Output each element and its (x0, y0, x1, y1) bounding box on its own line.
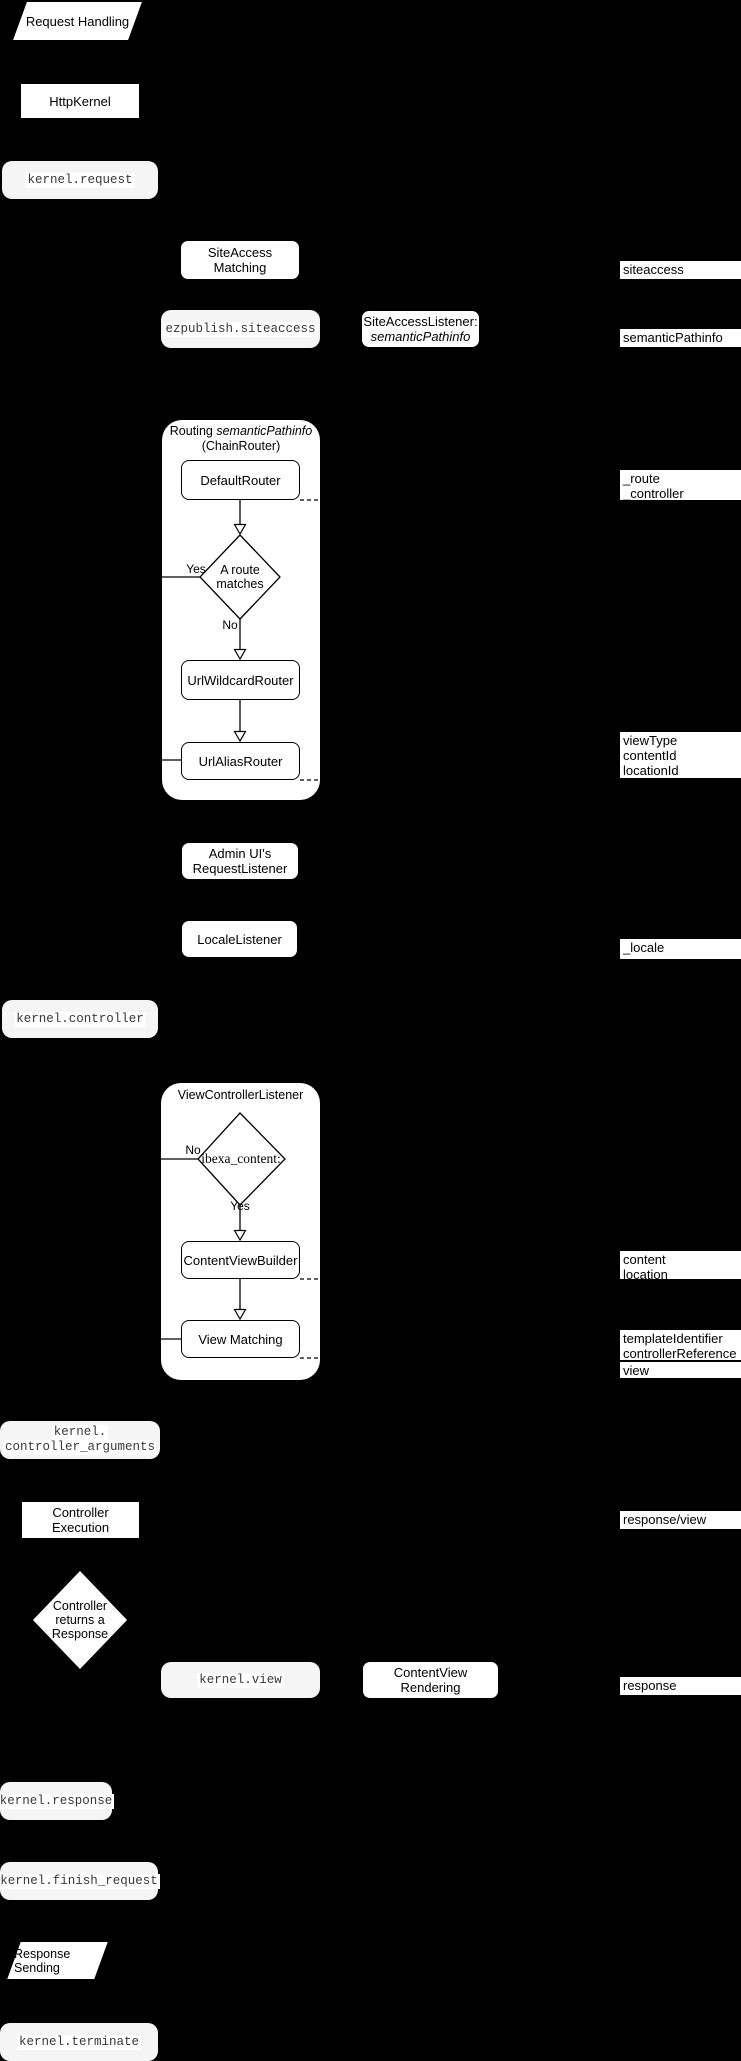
request-handling-label: Request Handling (25, 13, 130, 29)
kernel-view-label: kernel.view (197, 1672, 284, 1688)
kernel-controller-label: kernel.controller (14, 1011, 146, 1027)
controller-returns-diamond-label: Controller returns a Response (37, 1580, 123, 1660)
kernel-controller-arguments-line2: controller_arguments (2, 1440, 158, 1455)
default-router-label: DefaultRouter (200, 472, 281, 488)
side-label-line: locationId (623, 763, 679, 778)
side-label-line: contentId (623, 748, 677, 763)
kernel-request-label: kernel.request (25, 172, 135, 188)
response-sending-parallelogram: Response Sending (7, 1942, 108, 1979)
side-label-semantic-pathinfo: semanticPathinfo (620, 329, 741, 347)
ezpublish-siteaccess-event: ezpublish.siteaccess (161, 310, 320, 348)
kernel-response-label: kernel.response (0, 1793, 115, 1809)
siteaccess-matching-label: SiteAccess Matching (207, 245, 273, 275)
kernel-controller-arguments-event: kernel. controller_arguments (0, 1421, 160, 1459)
kernel-finish-request-event: kernel.finish_request (0, 1862, 160, 1900)
side-label-line: location (623, 1267, 668, 1282)
content-view-builder-node: ContentViewBuilder (181, 1241, 300, 1279)
side-label-response: response (620, 1677, 741, 1695)
kernel-terminate-event: kernel.terminate (0, 2023, 158, 2061)
controller-execution-node: Controller Execution (21, 1501, 140, 1539)
admin-ui-line2: RequestListener (192, 861, 288, 876)
route-matches-no-tag: No (222, 618, 238, 632)
kernel-terminate-label: kernel.terminate (16, 2034, 142, 2050)
url-wildcard-router-node: UrlWildcardRouter (181, 660, 300, 700)
routing-group-title: Routing semanticPathinfo (ChainRouter) (162, 424, 320, 454)
side-label-line: _locale (623, 940, 665, 955)
side-label-line: _controller (623, 486, 684, 501)
kernel-request-event: kernel.request (2, 161, 158, 199)
vcl-group-title: ViewControllerListener (177, 1088, 304, 1102)
siteaccess-listener-node: SiteAccessListener: semanticPathinfo (361, 310, 480, 348)
routing-title-italic: semanticPathinfo (216, 424, 313, 438)
route-matches-yes-tag: Yes (186, 562, 206, 576)
controller-returns-line3: Response (51, 1627, 109, 1641)
route-matches-line2: matches (216, 577, 264, 591)
side-label-line: templateIdentifier (623, 1331, 723, 1346)
request-handling-parallelogram: Request Handling (13, 2, 142, 40)
kernel-finish-request-label: kernel.finish_request (0, 1873, 160, 1889)
locale-listener-node: LocaleListener (181, 920, 298, 958)
siteaccess-listener-line2: semanticPathinfo (370, 329, 471, 344)
contentview-rendering-label: ContentView Rendering (393, 1665, 468, 1695)
side-label-line: viewType (623, 733, 678, 748)
content-view-builder-label: ContentViewBuilder (183, 1252, 298, 1268)
siteaccess-listener-line1: SiteAccessListener: (363, 314, 478, 329)
admin-ui-line1: Admin UI's (208, 846, 272, 861)
kernel-controller-event: kernel.controller (2, 1000, 158, 1038)
routing-title-line1: Routing semanticPathinfo (162, 424, 320, 439)
httpkernel-node: HttpKernel (20, 83, 140, 119)
side-label-route-controller: _route _controller (620, 470, 741, 501)
side-label-line: siteaccess (623, 262, 684, 277)
side-label-locale: _locale (620, 939, 741, 959)
side-label-line: response/view (623, 1512, 707, 1527)
view-matching-label: View Matching (198, 1331, 283, 1347)
contentview-rendering-node: ContentView Rendering (362, 1661, 499, 1699)
kernel-controller-arguments-line1: kernel. (51, 1425, 109, 1440)
side-label-line: controllerReference (623, 1346, 737, 1361)
controller-execution-label: Controller Execution (51, 1505, 110, 1535)
controller-returns-line2: returns a (55, 1613, 105, 1627)
side-label-line: content (623, 1252, 666, 1267)
default-router-node: DefaultRouter (181, 460, 300, 500)
ibexa-content-diamond-label: ibexa_content: (201, 1151, 281, 1166)
routing-title-line2: (ChainRouter) (201, 439, 281, 453)
side-label-template-controller-reference: templateIdentifier controllerReference (620, 1330, 741, 1361)
side-label-content-location: content location (620, 1251, 741, 1282)
side-label-response-view: response/view (620, 1511, 741, 1529)
kernel-response-event: kernel.response (0, 1782, 115, 1820)
side-label-line: semanticPathinfo (623, 330, 723, 345)
locale-listener-label: LocaleListener (197, 931, 282, 947)
ezpublish-siteaccess-label: ezpublish.siteaccess (163, 321, 318, 337)
routing-title-prefix: Routing (169, 424, 213, 438)
view-matching-node: View Matching (181, 1320, 300, 1358)
side-label-view: view (620, 1362, 741, 1378)
url-alias-router-node: UrlAliasRouter (181, 742, 300, 780)
siteaccess-matching-node: SiteAccess Matching (180, 240, 300, 280)
httpkernel-label: HttpKernel (49, 93, 111, 109)
side-label-line: view (623, 1363, 650, 1378)
side-label-siteaccess: siteaccess (620, 261, 741, 279)
side-label-viewtype-contentid-locationid: viewType contentId locationId (620, 732, 741, 778)
url-wildcard-router-label: UrlWildcardRouter (187, 672, 294, 688)
ibexa-content-no-tag: No (185, 1143, 201, 1157)
response-sending-label: Response Sending (14, 1946, 71, 1975)
controller-returns-line1: Controller (52, 1599, 108, 1613)
side-label-line: response (623, 1678, 677, 1693)
kernel-view-event: kernel.view (161, 1662, 320, 1698)
route-matches-diamond-label: A route matches (200, 548, 280, 606)
side-label-line: _route (623, 471, 660, 486)
route-matches-line1: A route (220, 563, 260, 577)
url-alias-router-label: UrlAliasRouter (198, 753, 283, 769)
admin-ui-request-listener-node: Admin UI's RequestListener (181, 842, 299, 880)
ibexa-content-yes-tag: Yes (230, 1199, 250, 1213)
